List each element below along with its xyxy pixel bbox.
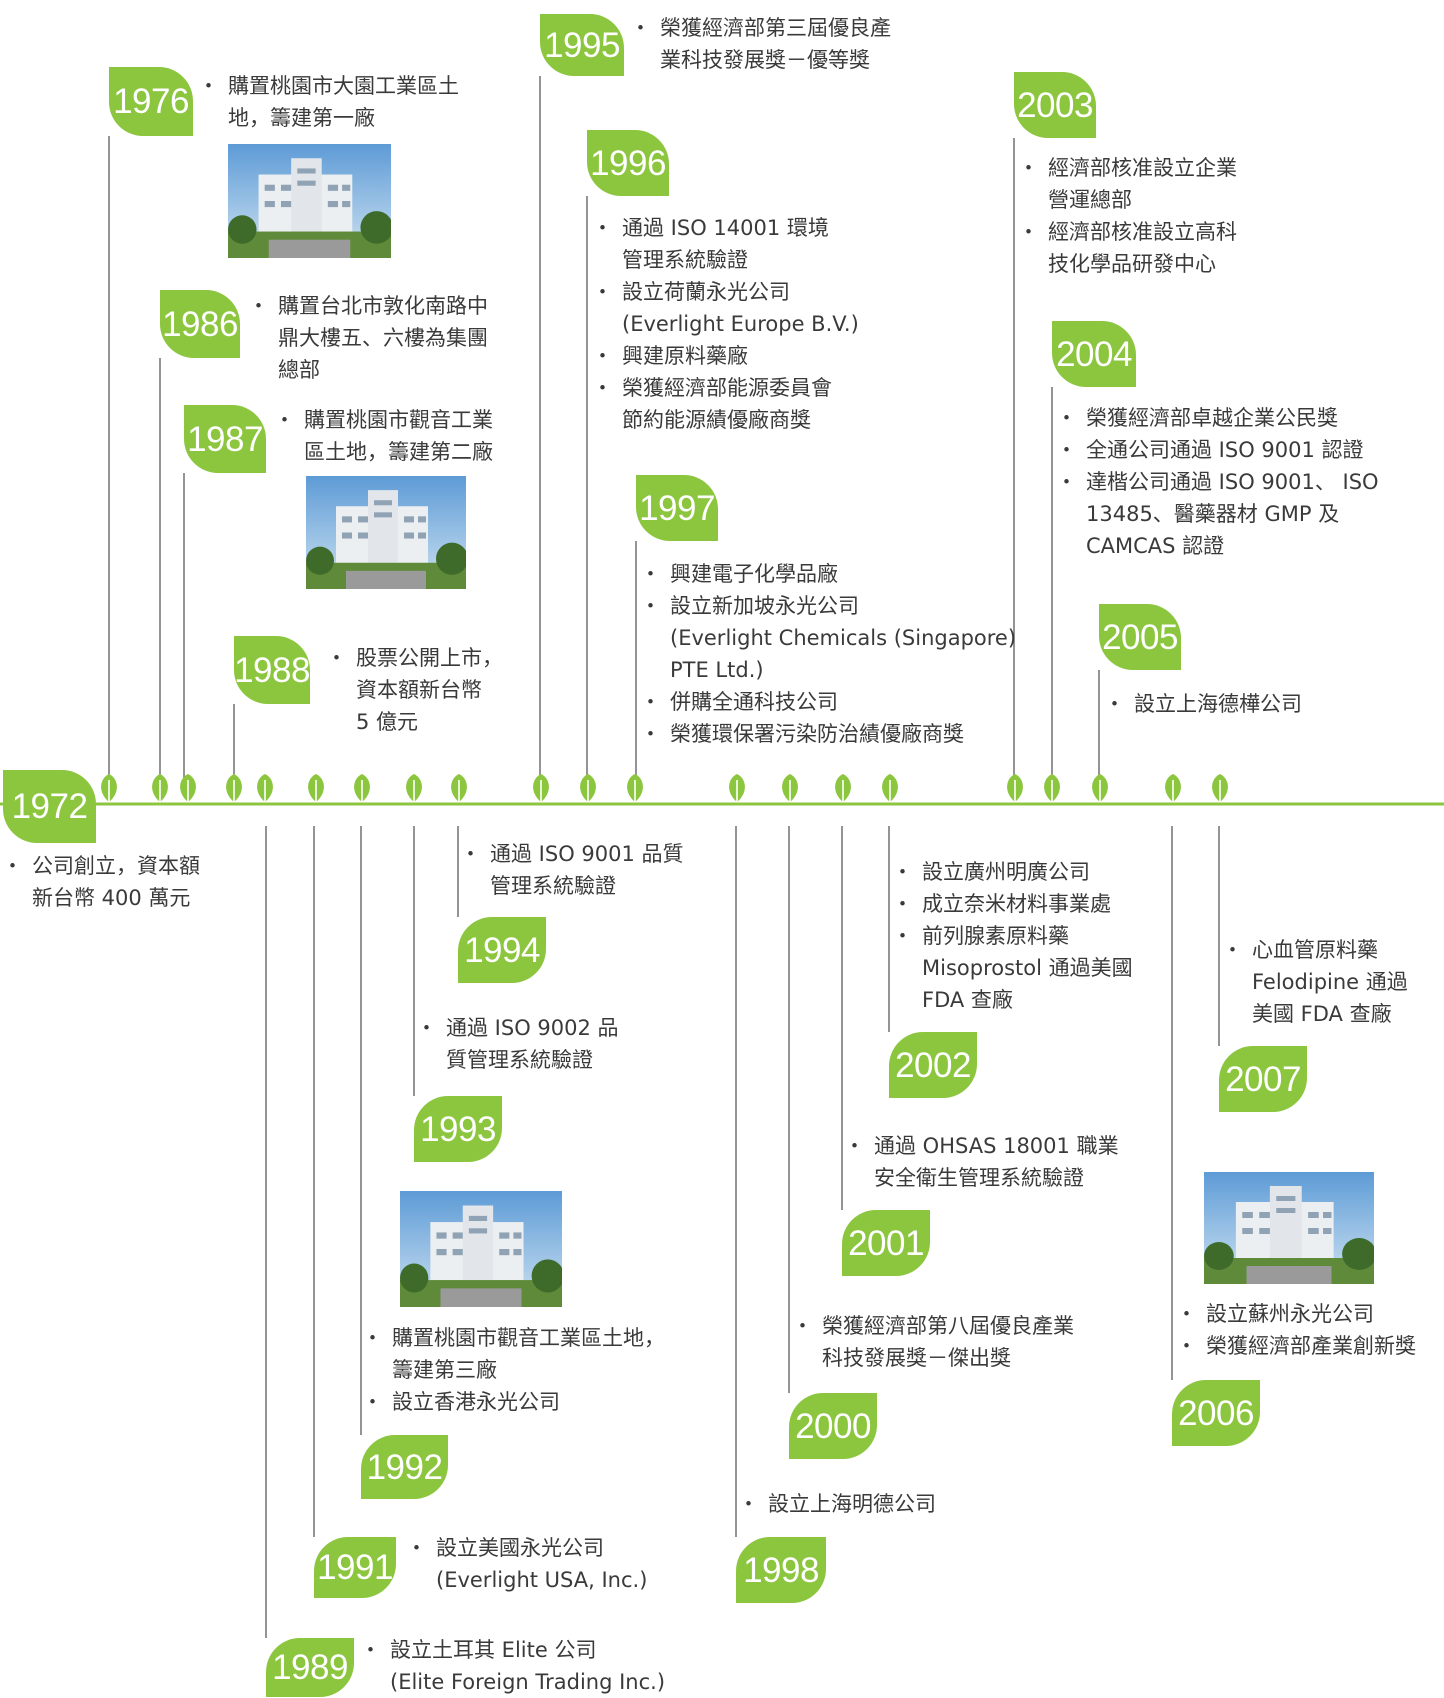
event-item: 設立上海明德公司	[738, 1488, 1042, 1520]
event-list-1989: 設立土耳其 Elite 公司 (Elite Foreign Trading In…	[360, 1634, 704, 1698]
factory-suzhou-photo	[1204, 1172, 1374, 1284]
event-item: 榮獲經濟部第八屆優良產業 科技發展獎－傑出獎	[792, 1310, 1136, 1374]
event-list-2006: 設立蘇州永光公司榮獲經濟部產業創新獎	[1176, 1298, 1444, 1362]
event-item: 榮獲經濟部第三屆優良產 業科技發展獎－優等獎	[630, 12, 954, 76]
event-item: 榮獲環保署污染防治績優廠商獎	[640, 718, 1024, 750]
event-item: 榮獲經濟部產業創新獎	[1176, 1330, 1444, 1362]
event-item: 通過 ISO 9002 品 質管理系統驗證	[416, 1012, 720, 1076]
event-item: 通過 OHSAS 18001 職業 安全衛生管理系統驗證	[844, 1130, 1168, 1194]
event-item: 前列腺素原料藥 Misoprostol 通過美國 FDA 查廠	[892, 920, 1216, 1016]
event-item: 興建電子化學品廠	[640, 558, 1024, 590]
event-list-1994: 通過 ISO 9001 品質 管理系統驗證	[460, 838, 764, 902]
event-list-1997: 興建電子化學品廠設立新加坡永光公司 (Everlight Chemicals (…	[640, 558, 1024, 750]
event-item: 榮獲經濟部卓越企業公民獎	[1056, 402, 1420, 434]
event-item: 達楷公司通過 ISO 9001、 ISO 13485、醫藥器材 GMP 及 CA…	[1056, 466, 1420, 562]
event-item: 設立新加坡永光公司 (Everlight Chemicals (Singapor…	[640, 590, 1024, 686]
year-badge-2004: 2004	[1052, 321, 1136, 387]
year-badge-2007: 2007	[1219, 1046, 1307, 1112]
event-list-1995: 榮獲經濟部第三屆優良產 業科技發展獎－優等獎	[630, 12, 954, 76]
event-item: 經濟部核准設立高科 技化學品研發中心	[1018, 216, 1322, 280]
year-badge-1997: 1997	[636, 475, 718, 541]
year-badge-2003: 2003	[1014, 72, 1096, 138]
event-list-1993: 通過 ISO 9002 品 質管理系統驗證	[416, 1012, 720, 1076]
event-list-1998: 設立上海明德公司	[738, 1488, 1042, 1520]
year-badge-1995: 1995	[540, 14, 624, 76]
event-item: 興建原料藥廠	[592, 340, 916, 372]
event-item: 榮獲經濟部能源委員會 節約能源績優廠商獎	[592, 372, 916, 436]
event-list-2007: 心血管原料藥 Felodipine 通過 美國 FDA 查廠	[1222, 934, 1444, 1030]
event-list-2002: 設立廣州明廣公司成立奈米材料事業處前列腺素原料藥 Misoprostol 通過美…	[892, 856, 1216, 1016]
event-list-2001: 通過 OHSAS 18001 職業 安全衛生管理系統驗證	[844, 1130, 1168, 1194]
event-item: 股票公開上市， 資本額新台幣 5 億元	[326, 642, 590, 738]
event-list-2004: 榮獲經濟部卓越企業公民獎全通公司通過 ISO 9001 認證達楷公司通過 ISO…	[1056, 402, 1420, 562]
event-list-1988: 股票公開上市， 資本額新台幣 5 億元	[326, 642, 590, 738]
event-list-1986: 購置台北市敦化南路中 鼎大樓五、六樓為集團 總部	[248, 290, 552, 386]
event-item: 設立荷蘭永光公司 (Everlight Europe B.V.)	[592, 276, 916, 340]
event-list-1987: 購置桃園市觀音工業 區土地，籌建第二廠	[274, 404, 558, 468]
event-list-1972: 公司創立，資本額 新台幣 400 萬元	[2, 850, 266, 914]
event-list-1992: 購置桃園市觀音工業區土地， 籌建第三廠設立香港永光公司	[362, 1322, 766, 1418]
event-item: 經濟部核准設立企業 營運總部	[1018, 152, 1322, 216]
event-item: 購置台北市敦化南路中 鼎大樓五、六樓為集團 總部	[248, 290, 552, 386]
year-badge-1972: 1972	[3, 770, 96, 843]
year-badge-2000: 2000	[789, 1393, 877, 1459]
factory-2-photo	[306, 476, 466, 589]
year-badge-1989: 1989	[266, 1638, 354, 1697]
year-badge-1988: 1988	[234, 636, 310, 704]
year-badge-2001: 2001	[842, 1210, 930, 1276]
event-item: 成立奈米材料事業處	[892, 888, 1216, 920]
factory-1-photo	[228, 144, 391, 258]
event-list-2005: 設立上海德樺公司	[1104, 688, 1428, 720]
event-item: 購置桃園市大園工業區土 地，籌建第一廠	[198, 70, 522, 134]
year-badge-2002: 2002	[889, 1032, 977, 1098]
year-badge-1987: 1987	[184, 405, 266, 473]
event-list-1996: 通過 ISO 14001 環境 管理系統驗證設立荷蘭永光公司 (Everligh…	[592, 212, 916, 436]
event-item: 設立上海德樺公司	[1104, 688, 1428, 720]
event-item: 心血管原料藥 Felodipine 通過 美國 FDA 查廠	[1222, 934, 1444, 1030]
event-item: 購置桃園市觀音工業 區土地，籌建第二廠	[274, 404, 558, 468]
event-item: 設立蘇州永光公司	[1176, 1298, 1444, 1330]
event-item: 購置桃園市觀音工業區土地， 籌建第三廠	[362, 1322, 766, 1386]
event-item: 通過 ISO 9001 品質 管理系統驗證	[460, 838, 764, 902]
year-badge-2006: 2006	[1172, 1380, 1260, 1446]
event-item: 設立香港永光公司	[362, 1386, 766, 1418]
event-item: 設立美國永光公司 (Everlight USA, Inc.)	[406, 1532, 750, 1596]
event-item: 通過 ISO 14001 環境 管理系統驗證	[592, 212, 916, 276]
year-badge-1991: 1991	[314, 1537, 396, 1598]
event-item: 設立廣州明廣公司	[892, 856, 1216, 888]
year-badge-1993: 1993	[414, 1096, 502, 1162]
year-badge-1986: 1986	[160, 290, 240, 358]
event-list-2003: 經濟部核准設立企業 營運總部經濟部核准設立高科 技化學品研發中心	[1018, 152, 1322, 280]
event-list-1976: 購置桃園市大園工業區土 地，籌建第一廠	[198, 70, 522, 134]
event-item: 公司創立，資本額 新台幣 400 萬元	[2, 850, 266, 914]
year-badge-1992: 1992	[361, 1435, 448, 1499]
event-item: 全通公司通過 ISO 9001 認證	[1056, 434, 1420, 466]
factory-3-photo	[400, 1191, 562, 1307]
year-badge-1976: 1976	[109, 67, 193, 136]
event-item: 設立土耳其 Elite 公司 (Elite Foreign Trading In…	[360, 1634, 704, 1698]
event-list-1991: 設立美國永光公司 (Everlight USA, Inc.)	[406, 1532, 750, 1596]
year-badge-1994: 1994	[458, 917, 546, 983]
event-item: 併購全通科技公司	[640, 686, 1024, 718]
year-badge-1996: 1996	[587, 130, 669, 196]
year-badge-2005: 2005	[1099, 604, 1181, 670]
year-badge-1998: 1998	[736, 1537, 826, 1603]
event-list-2000: 榮獲經濟部第八屆優良產業 科技發展獎－傑出獎	[792, 1310, 1136, 1374]
